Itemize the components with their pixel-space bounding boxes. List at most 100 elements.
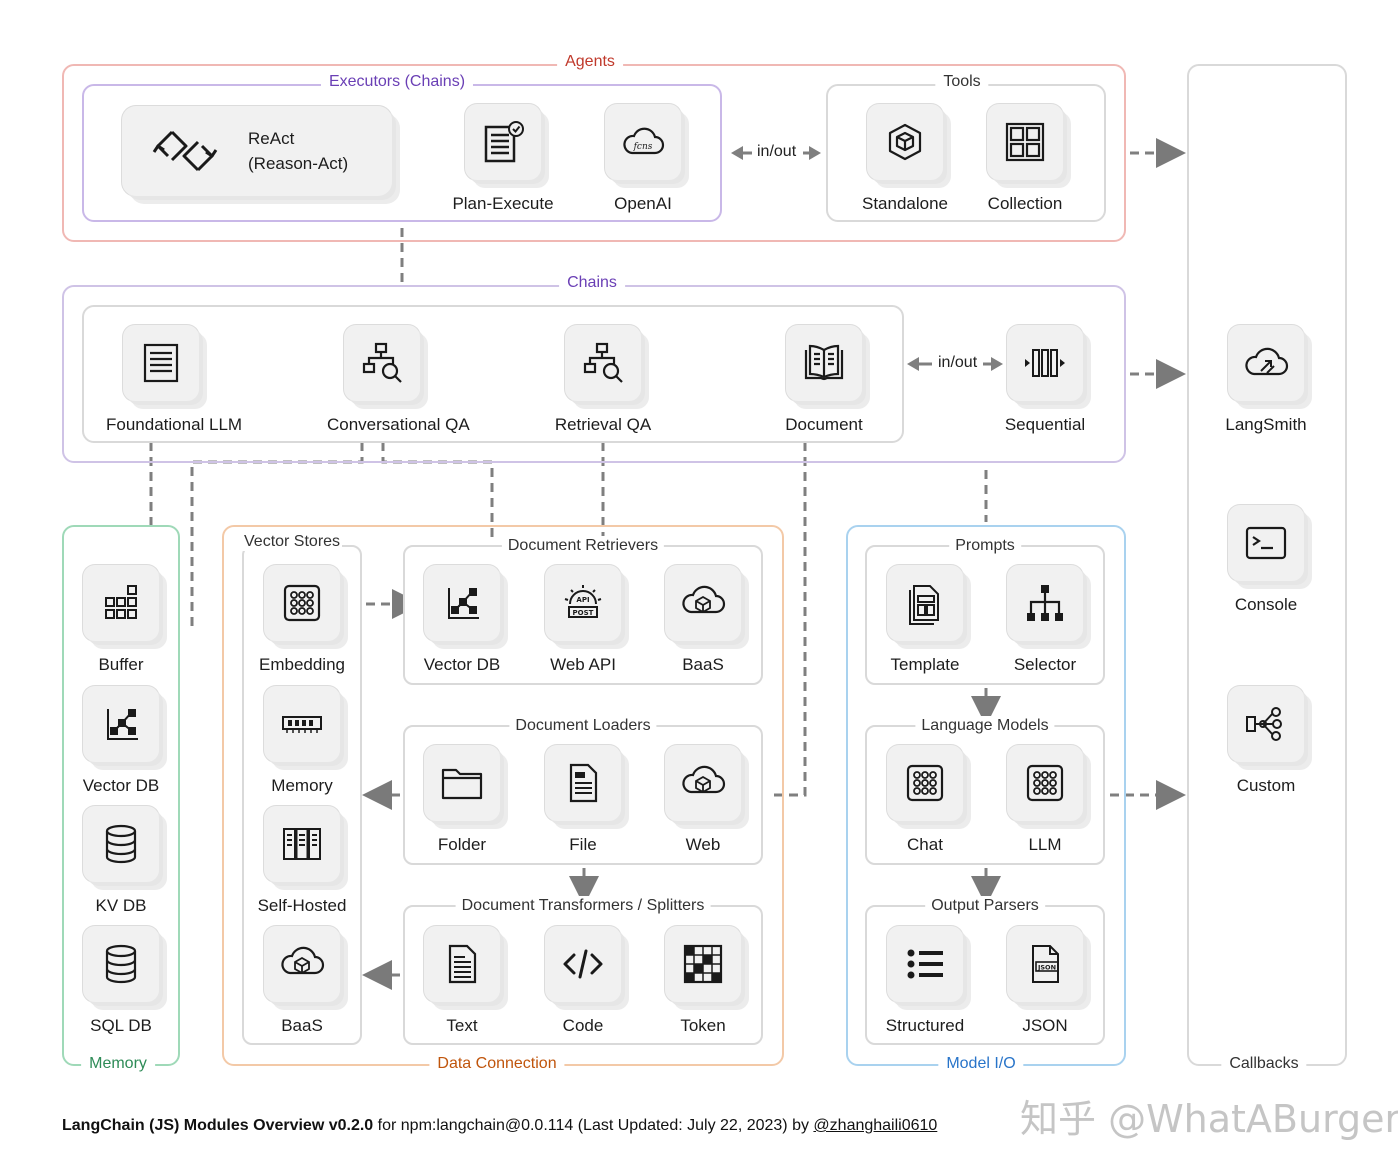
folder-label: Folder — [437, 835, 487, 854]
memory-vector-db-item[interactable]: Vector DB — [66, 686, 176, 796]
agents-title: Agents — [557, 53, 623, 71]
sequential-label: Sequential — [1004, 415, 1086, 434]
footer-caption: LangChain (JS) Modules Overview v0.2.0 f… — [62, 1117, 937, 1135]
vs-memory-item[interactable]: Memory — [247, 686, 357, 796]
buffer-item[interactable]: Buffer — [66, 565, 176, 675]
folder-icon — [441, 768, 483, 800]
bullet-list-icon — [907, 949, 943, 979]
structured-parser-item[interactable]: Structured — [870, 926, 980, 1036]
collection-item[interactable]: Collection — [970, 104, 1080, 214]
database-icon — [105, 824, 137, 864]
selector-item[interactable]: Selector — [990, 565, 1100, 675]
template-tile — [887, 565, 963, 641]
open-book-icon — [804, 344, 844, 381]
template-label: Template — [890, 655, 960, 674]
retriever-baas-label: BaaS — [682, 655, 724, 674]
vs-baas-item[interactable]: BaaS — [247, 926, 357, 1036]
kv-db-item[interactable]: KV DB — [66, 806, 176, 916]
chains-title: Chains — [559, 274, 625, 292]
embedding-tile — [264, 565, 340, 641]
web-api-item[interactable]: API POST Web API — [528, 565, 638, 675]
language-models-title: Language Models — [915, 716, 1055, 736]
react-cycle-icon — [152, 130, 218, 172]
openai-tile: fcns — [605, 104, 681, 180]
console-item[interactable]: Console — [1211, 505, 1321, 615]
chains-inner-group — [82, 305, 904, 443]
retrieval-qa-tile — [565, 325, 641, 401]
code-splitter-tile — [545, 926, 621, 1002]
plan-execute-label: Plan-Execute — [452, 194, 554, 213]
foundational-llm-item[interactable]: Foundational LLM — [106, 325, 242, 435]
svg-text:JSON: JSON — [1037, 964, 1056, 972]
retriever-vector-db-label: Vector DB — [423, 655, 501, 674]
retrieval-qa-label: Retrieval QA — [554, 415, 652, 434]
template-item[interactable]: Template — [870, 565, 980, 675]
checklist-icon — [484, 121, 524, 163]
server-rack-icon — [283, 828, 321, 860]
retriever-baas-tile — [665, 565, 741, 641]
executors-title: Executors (Chains) — [320, 73, 474, 91]
custom-tile — [1228, 686, 1304, 762]
json-file-icon: JSON — [1032, 945, 1059, 983]
document-chain-item[interactable]: Document — [769, 325, 879, 435]
retriever-vector-db-item[interactable]: Vector DB — [407, 565, 517, 675]
retrieval-qa-item[interactable]: Retrieval QA — [548, 325, 658, 435]
folder-item[interactable]: Folder — [407, 745, 517, 855]
document-to-loaders-link — [770, 442, 807, 797]
plan-execute-item[interactable]: Plan-Execute — [448, 104, 558, 214]
sql-db-item[interactable]: SQL DB — [66, 926, 176, 1036]
llm-model-item[interactable]: LLM — [990, 745, 1100, 855]
standalone-item[interactable]: Standalone — [850, 104, 960, 214]
console-tile — [1228, 505, 1304, 581]
svg-text:fcns: fcns — [633, 142, 653, 152]
agents-inout-label: in/out — [754, 143, 800, 161]
self-hosted-tile — [264, 806, 340, 882]
openai-label: OpenAI — [614, 194, 672, 213]
chat-model-item[interactable]: Chat — [870, 745, 980, 855]
code-icon — [563, 949, 603, 979]
embedding-item[interactable]: Embedding — [247, 565, 357, 675]
react-executor[interactable]: ReAct (Reason-Act) — [122, 106, 392, 196]
structured-parser-tile — [887, 926, 963, 1002]
retriever-baas-item[interactable]: BaaS — [648, 565, 758, 675]
text-splitter-item[interactable]: Text — [407, 926, 517, 1036]
model-io-title: Model I/O — [938, 1055, 1024, 1073]
chains-inout-label: in/out — [935, 354, 981, 372]
sequential-item[interactable]: Sequential — [990, 325, 1100, 435]
footer-author-link[interactable]: @zhanghaili0610 — [813, 1117, 938, 1134]
file-item[interactable]: File — [528, 745, 638, 855]
langsmith-tile — [1228, 325, 1304, 401]
token-splitter-item[interactable]: Token — [648, 926, 758, 1036]
cloud-function-icon: fcns — [623, 127, 665, 155]
vector-stores-title: Vector Stores — [242, 533, 343, 551]
code-splitter-item[interactable]: Code — [528, 926, 638, 1036]
token-splitter-tile — [665, 926, 741, 1002]
web-loader-item[interactable]: Web — [648, 745, 758, 855]
file-icon — [569, 763, 598, 803]
langsmith-item[interactable]: LangSmith — [1211, 325, 1321, 435]
json-parser-label: JSON — [1022, 1016, 1068, 1035]
memory-vector-db-label: Vector DB — [82, 776, 160, 795]
conversational-qa-tile — [344, 325, 420, 401]
conversational-qa-item[interactable]: Conversational QA — [327, 325, 470, 435]
file-tile — [545, 745, 621, 821]
buffer-label: Buffer — [98, 655, 144, 674]
tree-search-icon — [362, 342, 402, 383]
llm-model-label: LLM — [1028, 835, 1062, 854]
react-label-line2: (Reason-Act) — [248, 154, 349, 173]
terminal-icon — [1245, 526, 1287, 560]
footer-details: for npm:langchain@0.0.114 (Last Updated:… — [373, 1117, 814, 1134]
selector-tile — [1007, 565, 1083, 641]
conversational-qa-label: Conversational QA — [327, 415, 470, 434]
openai-item[interactable]: fcns OpenAI — [588, 104, 698, 214]
document-chain-label: Document — [785, 415, 863, 434]
web-api-label: Web API — [550, 655, 616, 674]
react-label: ReAct (Reason-Act) — [248, 126, 348, 176]
custom-item[interactable]: Custom — [1211, 686, 1321, 796]
cloud-share-icon — [1245, 347, 1289, 376]
svg-text:POST: POST — [573, 609, 594, 617]
token-grid-icon — [683, 944, 723, 984]
database-icon — [105, 944, 137, 984]
json-parser-item[interactable]: JSON JSON — [990, 926, 1100, 1036]
self-hosted-item[interactable]: Self-Hosted — [247, 806, 357, 916]
